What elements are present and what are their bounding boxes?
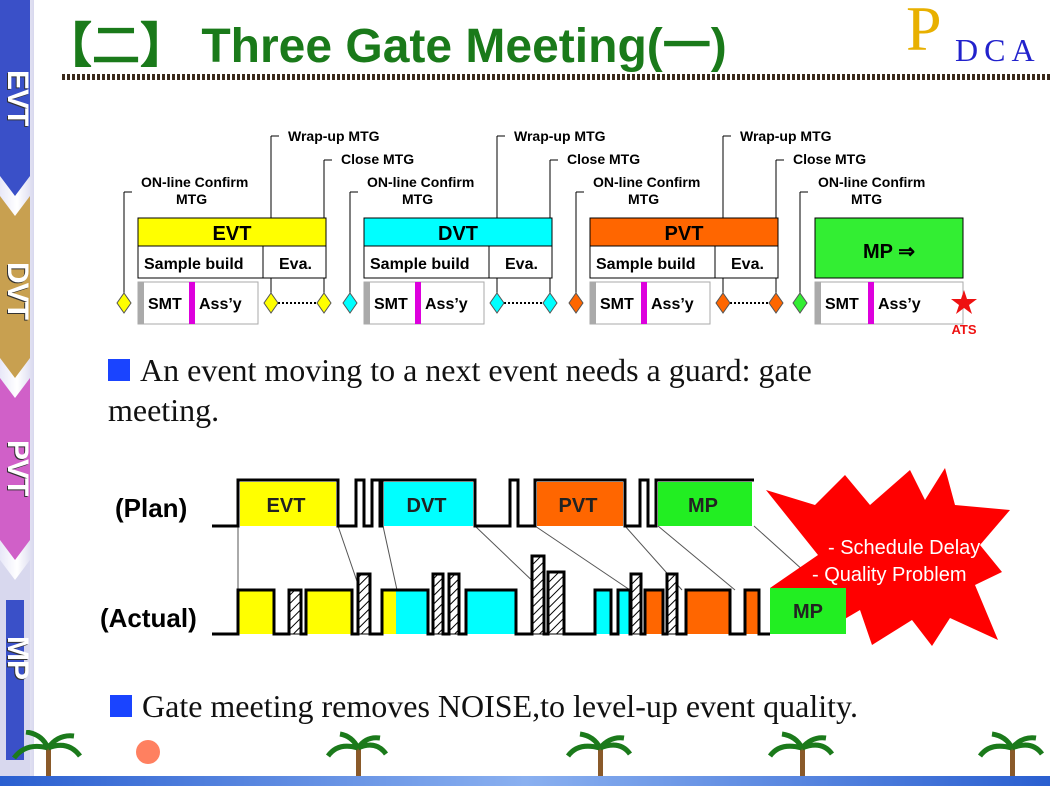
phase-header-box: [137, 217, 327, 247]
phase-header-box: [589, 217, 779, 247]
ats-label: ATS: [951, 322, 976, 337]
gate-diamond-icon: [568, 292, 584, 314]
plan-block-label: MP: [688, 495, 718, 517]
smt-label: SMT: [600, 296, 634, 313]
mp-online-mtg-label: MTG: [851, 191, 882, 207]
sidebar-mp-band: [6, 600, 24, 760]
sample-build-label: Sample build: [596, 256, 696, 273]
online-confirm-label: ON-line Confirm: [141, 174, 248, 190]
wrap-up-mtg-label: Wrap-up MTG: [288, 128, 380, 144]
eva-label: Eva.: [731, 256, 764, 273]
eva-label: Eva.: [279, 256, 312, 273]
plan-block-label: PVT: [559, 495, 598, 517]
mp-gate-diamond: [792, 292, 808, 314]
bullet-square-icon: [110, 695, 132, 717]
assy-label: Ass’y: [199, 296, 242, 313]
palm-tree-icon: [977, 731, 1045, 782]
gate-diamond-icon: [316, 292, 332, 314]
actual-mp-label: MP: [793, 601, 823, 623]
sidebar-item-dvt: DVT: [1, 262, 34, 319]
online-mtg-label: MTG: [402, 191, 433, 207]
palm-tree-icon: [767, 731, 835, 782]
sidebar-arrow-evt: [0, 0, 30, 196]
plan-block-label: DVT: [407, 495, 447, 517]
gate-diamond-icon: [263, 292, 279, 314]
sun-icon: [136, 740, 160, 764]
sidebar-item-mp: MP: [1, 636, 34, 679]
online-confirm-label: ON-line Confirm: [367, 174, 474, 190]
mp-phase-box: [814, 217, 964, 279]
plan-row-label: (Plan): [115, 493, 187, 523]
title-divider: [62, 74, 1050, 80]
plan-block-evt: [240, 482, 336, 526]
mp-phase-group: ON-line Confirm MTG MP ⇒ SMT Ass’y ATS: [792, 174, 977, 337]
phase-name-label: EVT: [213, 223, 252, 245]
actual-row-label: (Actual): [100, 603, 197, 633]
burst-line-schedule: - Schedule Delay: [828, 537, 980, 559]
gate-diamond-icon: [768, 292, 784, 314]
sidebar-arrow-pvt: [0, 378, 30, 560]
mp-online-confirm-label: ON-line Confirm: [818, 174, 925, 190]
plan-block-mp: [658, 482, 752, 526]
gate-diamond-icon: [715, 292, 731, 314]
phase-name-label: DVT: [438, 223, 478, 245]
smt-label: SMT: [374, 296, 408, 313]
phase-sidebar: EVT DVT PVT MP: [0, 0, 34, 786]
palm-tree-icon: [325, 731, 389, 778]
gate-diamond-icon: [342, 292, 358, 314]
phase-name-label: PVT: [665, 223, 704, 245]
palm-tree-icon: [12, 730, 82, 782]
plan-vs-actual-timeline: (Plan) (Actual) EVT DVT PVT MP: [100, 468, 1010, 646]
footer-decoration: [12, 730, 1045, 782]
footer-strip: [0, 776, 1050, 786]
burst-line-quality: - Quality Problem: [812, 564, 967, 586]
bullet-noise: Gate meeting removes NOISE,to level-up e…: [110, 686, 990, 726]
plan-block-pvt: [537, 482, 623, 526]
bullet-noise-text: Gate meeting removes NOISE,to level-up e…: [142, 688, 858, 724]
pdca-logo-p: P: [906, 0, 942, 64]
eva-label: Eva.: [505, 256, 538, 273]
actual-mp-block: [770, 588, 846, 634]
online-confirm-label: ON-line Confirm: [593, 174, 700, 190]
sample-build-label: Sample build: [144, 256, 244, 273]
assy-label: Ass’y: [651, 296, 694, 313]
wrap-up-mtg-label: Wrap-up MTG: [740, 128, 832, 144]
bullet-gate-guard: An event moving to a next event needs a …: [108, 350, 908, 430]
gate-diamond-icon: [489, 292, 505, 314]
mp-smt-label: SMT: [825, 296, 859, 313]
bullet-gate-guard-text: An event moving to a next event needs a …: [108, 352, 812, 428]
mp-phase-label: MP ⇒: [863, 241, 915, 263]
problem-burst-shape: [766, 468, 1010, 646]
sidebar-graphic: [0, 0, 34, 786]
wrap-up-mtg-label: Wrap-up MTG: [514, 128, 606, 144]
close-mtg-label: Close MTG: [567, 151, 640, 167]
plan-block-label: EVT: [267, 495, 306, 517]
plan-block-dvt: [384, 482, 473, 526]
smt-label: SMT: [148, 296, 182, 313]
gate-diamond-icon: [116, 292, 132, 314]
online-mtg-label: MTG: [628, 191, 659, 207]
sidebar-arrow-dvt: [0, 196, 30, 378]
close-mtg-label: Close MTG: [793, 151, 866, 167]
assy-label: Ass’y: [425, 296, 468, 313]
bullet-square-icon: [108, 359, 130, 381]
online-mtg-label: MTG: [176, 191, 207, 207]
close-mtg-label: Close MTG: [341, 151, 414, 167]
mp-assy-label: Ass’y: [878, 296, 921, 313]
phase-header-box: [363, 217, 553, 247]
gate-diamond-icon: [542, 292, 558, 314]
pdca-logo-letters: DCA: [955, 32, 1041, 68]
page-title: 【二】 Three Gate Meeting(一): [44, 20, 727, 73]
sidebar-item-pvt: PVT: [1, 440, 34, 496]
ats-star-icon: [951, 290, 977, 314]
sidebar-item-evt: EVT: [1, 70, 34, 126]
sample-build-label: Sample build: [370, 256, 470, 273]
palm-tree-icon: [565, 731, 633, 782]
plan-waveform: [212, 478, 754, 528]
actual-waveform: [212, 554, 770, 636]
